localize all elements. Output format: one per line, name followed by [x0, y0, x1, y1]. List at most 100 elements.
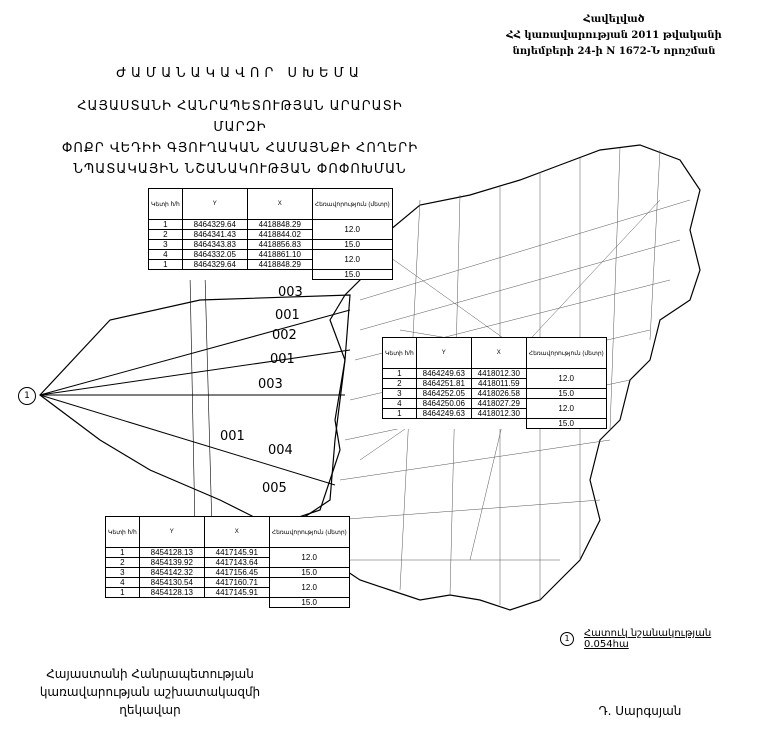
col-header: Կետի հ/հ [105, 516, 140, 548]
table-cell: 1 [105, 547, 140, 558]
col-header: X [470, 337, 527, 369]
col-header: Կետի հ/հ [382, 337, 417, 369]
legend-text: Հատուկ նշանակության 0.054հա [584, 628, 712, 650]
table-cell: 8464249.63 [415, 368, 472, 379]
table-cell: 4418012.30 [470, 408, 527, 419]
table-cell: 12.0 [525, 368, 607, 389]
subtitle-line: ՀԱՅԱՍՏԱՆԻ ՀԱՆՐԱՊԵՏՈՒԹՅԱՆ ԱՐԱՐԱՏԻ ՄԱՐԶԻ [77, 99, 403, 135]
table-cell: 8464249.63 [415, 408, 472, 419]
table-cell: 8464343.83 [181, 239, 248, 250]
table-cell: 15.0 [525, 418, 607, 429]
table-cell: 15.0 [311, 269, 393, 280]
table-cell: 8454128.13 [138, 587, 205, 598]
table-cell: 4418856.83 [246, 239, 313, 250]
table-cell: 3 [382, 388, 417, 399]
table-cell: 8464251.81 [415, 378, 472, 389]
table-cell: 15.0 [268, 567, 350, 578]
subtitle-line: ՓՈՔՐ ՎԵԴԻԻ ԳՅՈՒՂԱԿԱՆ ՀԱՄԱՅՆՔԻ ՀՈՂԵՐԻ [61, 141, 419, 156]
legend-number: 1 [560, 632, 574, 646]
map-label: 003 [258, 377, 283, 392]
col-header: Y [138, 516, 205, 548]
table-cell: 8454142.32 [138, 567, 205, 578]
table-cell: 3 [105, 567, 140, 578]
parcel-outline [39, 294, 351, 521]
col-header: Y [181, 188, 248, 220]
table-cell: 15.0 [268, 597, 350, 608]
table-cell: 8454128.13 [138, 547, 205, 558]
col-header: X [203, 516, 270, 548]
table-cell: 1 [382, 368, 417, 379]
table-cell: 4418011.59 [470, 378, 527, 389]
approval-line: Հավելված [583, 14, 645, 25]
map-label: 001 [220, 429, 245, 444]
table-cell: 4417145.91 [203, 547, 270, 558]
doc-subtitle: ՀԱՅԱՍՏԱՆԻ ՀԱՆՐԱՊԵՏՈՒԹՅԱՆ ԱՐԱՐԱՏԻ ՄԱՐԶԻ Փ… [60, 96, 420, 180]
col-header: Կետի հ/հ [148, 188, 183, 220]
col-header: Հեռավորություն (մետր) [525, 337, 607, 369]
subtitle-line: ՆՊԱՏԱԿԱՅԻՆ ՆՇԱՆԱԿՈՒԹՅԱՆ ՓՈՓՈԽՄԱՆ [73, 162, 407, 177]
col-header: Հեռավորություն (մետր) [268, 516, 350, 548]
approval-note: Հավելված ՀՀ կառավարության 2011 թվականի ն… [499, 12, 729, 60]
table-cell: 4418026.58 [470, 388, 527, 399]
map-label: 001 [275, 308, 300, 323]
map-label: 004 [268, 443, 293, 458]
position-line: կառավարության աշխատակազմի [39, 685, 261, 699]
table-cell: 4418844.02 [246, 229, 313, 240]
table-cell: 1 [105, 587, 140, 598]
col-header: X [246, 188, 313, 220]
table-cell: 3 [148, 239, 183, 250]
table-cell: 4417156.45 [203, 567, 270, 578]
table-cell: 4418012.30 [470, 368, 527, 379]
approval-line: նոյեմբերի 24-ի N 1672-Ն որոշման [512, 46, 716, 57]
table-cell: 4417160.71 [203, 577, 270, 588]
position-line: Հայաստանի Հանրապետության [46, 667, 254, 681]
table-cell: 8464329.64 [181, 219, 248, 230]
table-cell: 15.0 [525, 388, 607, 399]
table-cell: 4 [105, 577, 140, 588]
table-cell: 8464332.05 [181, 249, 248, 260]
table-cell: 8464250.06 [415, 398, 472, 409]
table-cell: 1 [148, 219, 183, 230]
table-cell: 12.0 [268, 577, 350, 598]
table-cell [383, 419, 527, 429]
table-cell: 4417143.64 [203, 557, 270, 568]
table-cell: 4418861.10 [246, 249, 313, 260]
table-cell: 12.0 [525, 398, 607, 419]
table-cell: 8464252.05 [415, 388, 472, 399]
table-cell: 4418848.29 [246, 259, 313, 270]
map-label: 002 [272, 328, 297, 343]
position-line: ղեկավար [119, 703, 181, 717]
table-cell: 2 [105, 557, 140, 568]
approval-line: ՀՀ կառավարության 2011 թվականի [506, 30, 722, 41]
table-cell: 4418848.29 [246, 219, 313, 230]
table-cell: 2 [148, 229, 183, 240]
doc-title: ԺԱՄԱՆԱԿԱՎՈՐ ՍԽԵՄԱ [116, 66, 364, 81]
table-cell: 1 [148, 259, 183, 270]
point-marker: 1 [18, 387, 36, 405]
table-cell [149, 270, 313, 280]
table-cell: 8464341.43 [181, 229, 248, 240]
direction-rays [39, 274, 351, 531]
col-header: Հեռավորություն (մետր) [311, 188, 393, 220]
table-cell: 1 [382, 408, 417, 419]
table-cell: 2 [382, 378, 417, 389]
table-cell: 8464329.64 [181, 259, 248, 270]
table-cell: 4 [382, 398, 417, 409]
table-cell [106, 598, 270, 608]
table-cell: 4 [148, 249, 183, 260]
map-label: 005 [262, 481, 287, 496]
table-cell: 8454130.54 [138, 577, 205, 588]
table-cell: 12.0 [268, 547, 350, 568]
legend: 1 Հատուկ նշանակության 0.054հա [560, 628, 759, 650]
table-cell: 12.0 [311, 219, 393, 240]
table-cell: 15.0 [311, 239, 393, 250]
map-label: 003 [278, 285, 303, 300]
col-header: Y [415, 337, 472, 369]
signatory-position: Հայաստանի Հանրապետության կառավարության ա… [20, 665, 280, 719]
signatory-name: Դ. Սարգսյան [598, 704, 682, 718]
